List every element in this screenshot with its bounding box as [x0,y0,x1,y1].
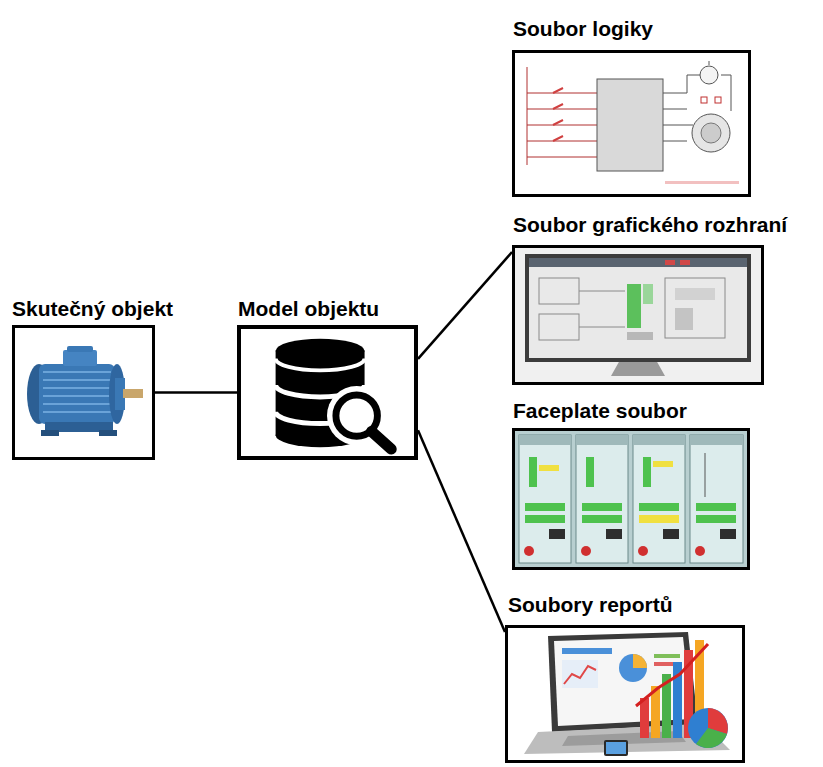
monitor-picture [515,248,761,382]
object-node: Soubor grafického rozhraní [513,212,788,385]
picture-frame [237,325,418,460]
node-heading: Skutečný objekt [12,296,173,321]
picture-frame [505,625,745,763]
motor-picture [15,328,152,457]
object-node: Soubor logiky [513,16,751,197]
picture-frame [512,50,751,197]
database-icon [241,329,414,456]
picture-frame [512,245,764,385]
connector-line [418,252,512,359]
reports-picture [508,628,742,760]
node-heading: Faceplate soubor [513,398,687,423]
node-heading: Soubory reportů [508,592,673,617]
object-node: Model objektu [238,296,418,460]
node-heading: Soubor grafického rozhraní [513,212,787,237]
object-node: Skutečný objekt [12,296,174,460]
picture-frame [12,325,155,460]
node-heading: Soubor logiky [513,16,653,41]
object-node: Soubory reportů [508,592,745,763]
node-heading: Model objektu [238,296,379,321]
object-node: Faceplate soubor [513,398,750,570]
picture-frame [512,428,750,570]
faceplate-picture [515,431,747,567]
plc-schematic [515,53,748,194]
connector-line [418,430,505,632]
connector-line [155,391,237,394]
